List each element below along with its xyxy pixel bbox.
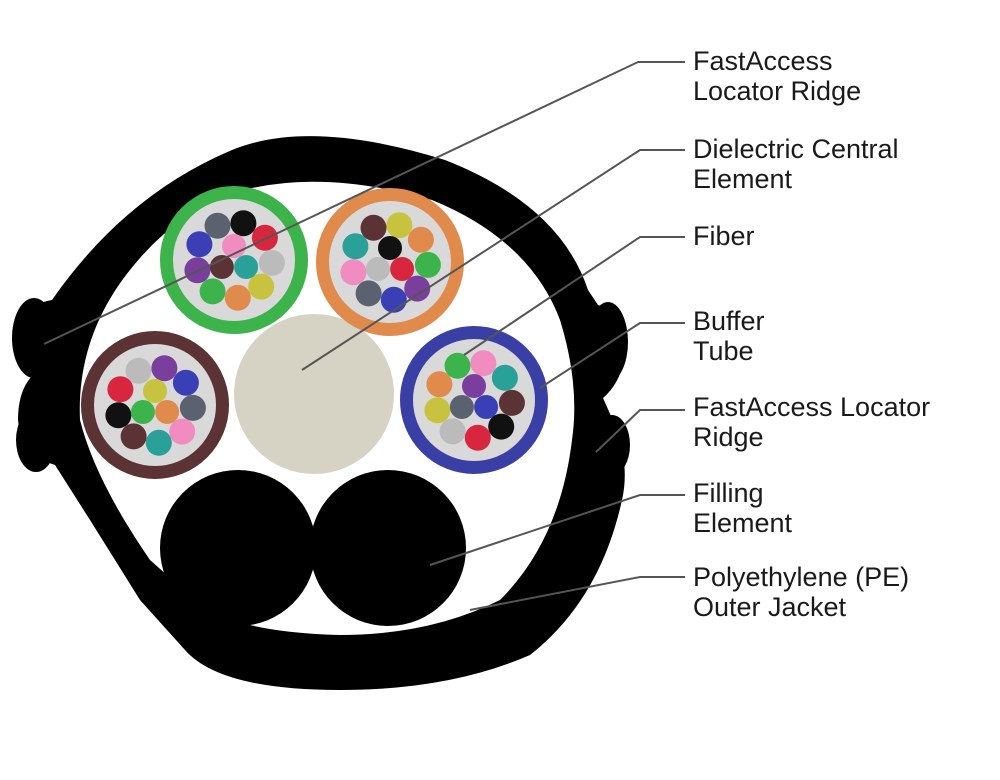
fiber xyxy=(355,280,382,307)
leader-line-filling-element xyxy=(429,494,685,566)
buffer-tube-brown xyxy=(81,331,229,479)
fiber xyxy=(390,257,415,281)
fiber xyxy=(426,371,453,398)
fiber xyxy=(125,357,152,384)
fiber xyxy=(365,257,390,281)
callout-line-1: Buffer xyxy=(693,306,765,336)
callout-central-element: Dielectric Central Element xyxy=(693,134,899,194)
fiber xyxy=(130,400,155,424)
callout-buffer-tube: Buffer Tube xyxy=(693,306,765,366)
callout-line-2: Outer Jacket xyxy=(693,592,847,622)
callout-line-1: FastAccess Locator xyxy=(693,392,931,422)
callout-line-1: Dielectric Central xyxy=(693,134,899,164)
callout-line-2: Ridge xyxy=(693,422,764,452)
leader-line-buffer-tube xyxy=(539,322,685,389)
callout-locator-ridge-side: FastAccess Locator Ridge xyxy=(693,392,930,452)
callout-line-1: Filling xyxy=(693,478,764,508)
fiber xyxy=(251,224,278,251)
fiber xyxy=(186,231,213,258)
fiber xyxy=(145,429,172,456)
buffer-tube-green xyxy=(160,186,308,334)
fiber xyxy=(224,284,251,311)
fiber xyxy=(230,210,257,237)
locator-ridge-right xyxy=(588,302,628,382)
filling-element-right xyxy=(310,470,466,626)
fiber xyxy=(386,212,413,239)
fiber xyxy=(474,395,499,419)
fiber xyxy=(155,400,180,424)
leader-line-locator-ridge-top xyxy=(43,61,685,345)
fiber xyxy=(414,251,441,278)
fiber xyxy=(169,418,196,445)
leader-line-locator-ridge-side xyxy=(595,409,685,453)
fiber xyxy=(340,259,367,286)
fiber xyxy=(444,352,471,379)
fiber xyxy=(143,379,167,403)
fiber xyxy=(378,236,402,260)
callout-line-2: Element xyxy=(693,508,793,538)
fiber xyxy=(248,273,275,300)
fiber xyxy=(439,418,466,445)
fiber xyxy=(151,355,178,382)
buffer-tube-orange xyxy=(316,188,464,336)
locator-ridge-left-lower xyxy=(16,408,56,472)
callout-locator-ridge-top: FastAccess Locator Ridge xyxy=(693,46,861,106)
fiber xyxy=(204,212,231,239)
dielectric-central-element xyxy=(234,314,394,474)
callout-fiber: Fiber xyxy=(693,221,755,251)
leader-line-fiber xyxy=(463,236,685,356)
fiber xyxy=(234,255,259,279)
filling-element-left xyxy=(160,470,316,626)
leader-line-central-element xyxy=(301,149,685,371)
callout-line-2: Element xyxy=(693,164,793,194)
fiber xyxy=(498,389,525,416)
callout-outer-jacket: Polyethylene (PE) Outer Jacket xyxy=(693,562,909,622)
fiber xyxy=(209,255,234,279)
fiber xyxy=(491,364,518,391)
fiber xyxy=(360,214,387,241)
callout-filling-element: Filling Element xyxy=(693,478,792,538)
fiber xyxy=(488,413,515,440)
locator-ridge-right-lower xyxy=(594,415,630,475)
fiber xyxy=(464,424,491,451)
locator-ridge-left xyxy=(12,298,56,378)
fiber xyxy=(407,226,434,253)
fiber xyxy=(449,395,474,419)
fiber xyxy=(404,275,431,302)
leader-line-outer-jacket xyxy=(469,576,685,611)
fiber xyxy=(105,402,132,429)
fiber xyxy=(380,286,407,313)
fiber xyxy=(120,423,147,450)
fiber xyxy=(172,369,199,396)
callout-line-1: Fiber xyxy=(693,221,755,251)
callout-line-1: FastAccess xyxy=(693,46,833,76)
callout-line-2: Tube xyxy=(693,336,754,366)
fiber xyxy=(179,394,206,421)
buffer-tube-blue xyxy=(400,326,548,474)
fiber xyxy=(258,249,285,276)
fiber xyxy=(107,376,134,403)
fiber xyxy=(462,374,486,398)
callout-line-1: Polyethylene (PE) xyxy=(693,562,910,592)
fiber xyxy=(342,233,369,260)
fiber xyxy=(424,397,451,424)
callout-line-2: Locator Ridge xyxy=(693,76,862,106)
fiber xyxy=(470,350,497,377)
fiber xyxy=(199,278,226,305)
